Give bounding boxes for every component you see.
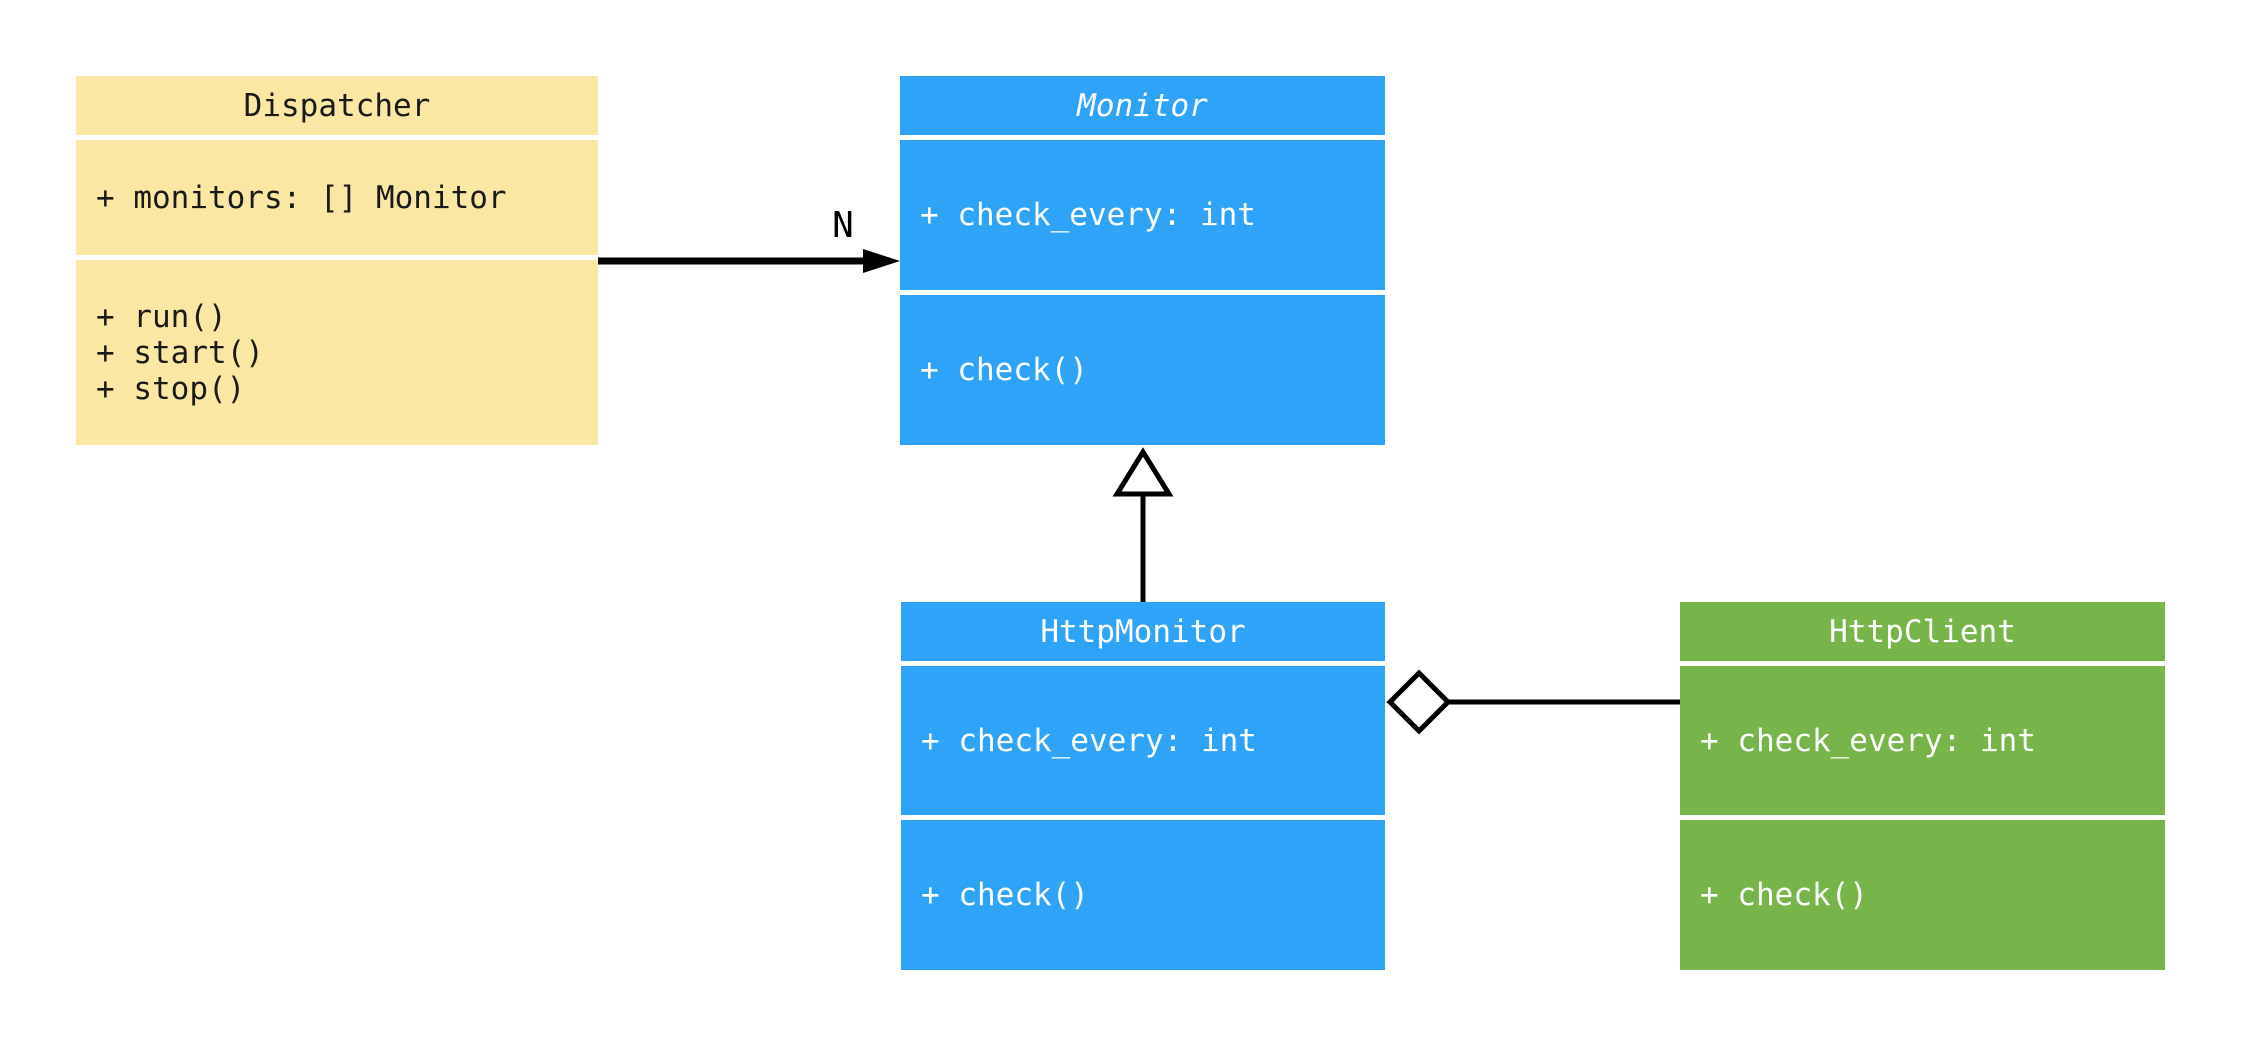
- attribute-row: + monitors: [] Monitor: [96, 179, 507, 216]
- class-methods: + check(): [901, 820, 1385, 970]
- association-edge-dispatcher-monitor: [598, 249, 900, 273]
- class-methods: + run() + start() + stop(): [76, 260, 598, 445]
- attribute-row: + check_every: int: [1700, 722, 2036, 759]
- class-title: HttpClient: [1680, 602, 2165, 661]
- class-node-monitor: Monitor + check_every: int + check(): [900, 76, 1385, 445]
- method-row: + run(): [96, 298, 227, 335]
- inheritance-edge-httpmonitor-monitor: [1112, 447, 1174, 602]
- method-row: + check(): [1700, 877, 1868, 913]
- class-title: HttpMonitor: [901, 602, 1385, 661]
- class-title: Monitor: [900, 76, 1385, 135]
- filled-arrowhead-icon: [863, 249, 900, 273]
- class-methods: + check(): [900, 295, 1385, 445]
- method-row: + stop(): [96, 370, 246, 407]
- edge-multiplicity-label: N: [832, 205, 854, 246]
- attribute-row: + check_every: int: [920, 197, 1256, 233]
- hollow-triangle-icon: [1112, 447, 1174, 497]
- class-node-httpmonitor: HttpMonitor + check_every: int + check(): [901, 602, 1385, 970]
- class-node-httpclient: HttpClient + check_every: int + check(): [1680, 602, 2165, 970]
- attribute-row: + check_every: int: [921, 722, 1257, 759]
- method-row: + check(): [921, 877, 1089, 913]
- class-title: Dispatcher: [76, 76, 598, 135]
- class-methods: + check(): [1680, 820, 2165, 970]
- class-node-dispatcher: Dispatcher + monitors: [] Monitor + run(…: [76, 76, 598, 445]
- method-row: + check(): [920, 352, 1088, 388]
- class-attributes: + monitors: [] Monitor: [76, 140, 598, 255]
- aggregation-edge-httpmonitor-httpclient: [1386, 669, 1680, 735]
- class-attributes: + check_every: int: [900, 140, 1385, 290]
- hollow-diamond-icon: [1386, 669, 1452, 735]
- method-row: + start(): [96, 334, 264, 371]
- class-attributes: + check_every: int: [901, 666, 1385, 815]
- class-attributes: + check_every: int: [1680, 666, 2165, 815]
